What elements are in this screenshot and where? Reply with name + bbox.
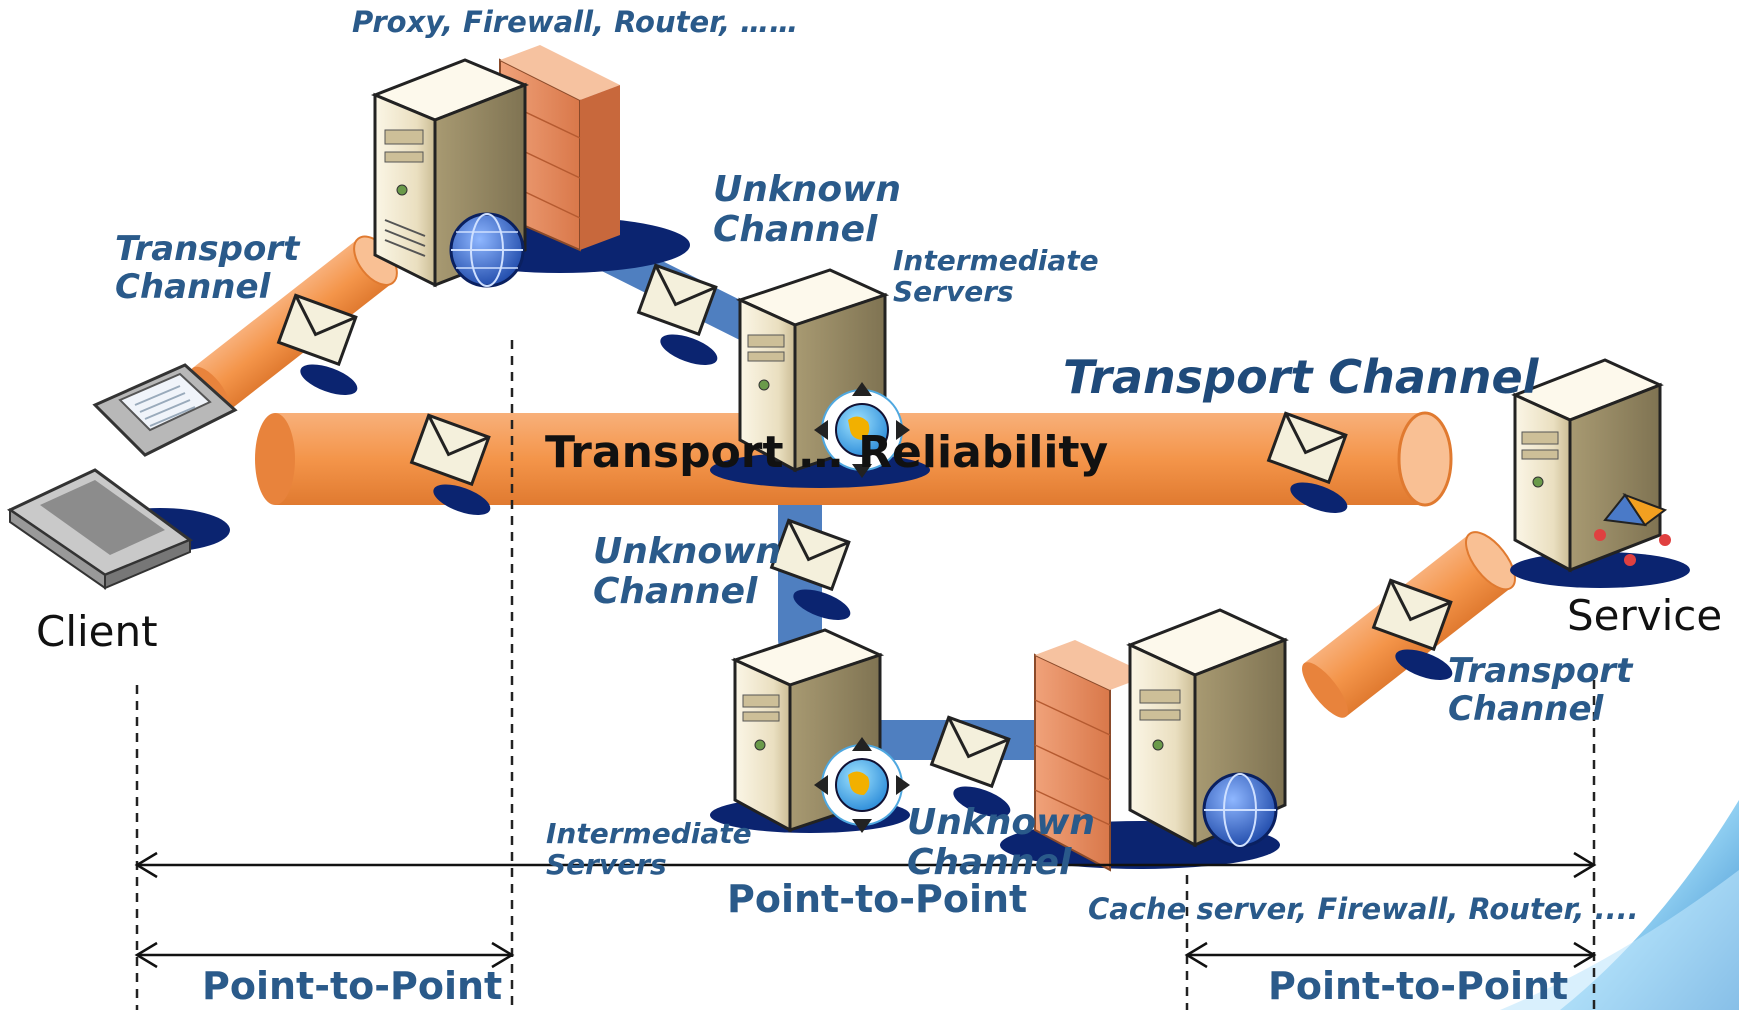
transport-channel-main-label: Transport Channel: [1063, 350, 1539, 404]
envelope-icon-right-pipe: [1371, 578, 1453, 680]
transport-reliability-label: Transport … Reliability: [545, 427, 1109, 478]
envelope-icon-main-left: [409, 413, 491, 515]
intermediate-servers-bottom-line1: Intermediate: [546, 817, 752, 850]
client-label: Client: [36, 607, 158, 656]
transport-channel-right-line1: Transport: [1448, 651, 1633, 691]
transport-channel-left-line2: Channel: [115, 267, 271, 308]
unknown-channel-top-line2: Channel: [713, 209, 878, 251]
point-to-point-center-label: Point-to-Point: [727, 877, 1028, 921]
laptop-icon: [6, 363, 238, 590]
transport-channel-left-label: Transport Channel: [115, 230, 299, 306]
point-to-point-right-label: Point-to-Point: [1268, 964, 1569, 1008]
globe-icon-intermediate-bottom: [814, 737, 910, 833]
point-to-point-left-label: Point-to-Point: [202, 964, 503, 1008]
unknown-channel-bottom-label: Unknown Channel: [907, 802, 1096, 884]
unknown-channel-mid-label: Unknown Channel: [593, 531, 782, 613]
globe-icon-intermediate-top: [814, 382, 910, 478]
envelope-icon-main-right: [1266, 411, 1348, 513]
intermediate-servers-bottom-label: Intermediate Servers: [546, 818, 752, 881]
intermediate-servers-top-label: Intermediate Servers: [893, 245, 1099, 308]
intermediate-servers-top-line1: Intermediate: [893, 244, 1099, 277]
intermediate-servers-bottom-line2: Servers: [546, 848, 667, 882]
envelope-icon-vertical-channel: [769, 518, 851, 620]
globe-icon-cache: [1202, 772, 1278, 848]
service-label: Service: [1567, 591, 1723, 640]
globe-icon-proxy: [449, 212, 525, 288]
cache-group-label: Cache server, Firewall, Router, ....: [1088, 892, 1639, 926]
intermediate-servers-top-line2: Servers: [893, 275, 1014, 309]
proxy-group-label: Proxy, Firewall, Router, ……: [352, 5, 799, 39]
corner-decoration-2: [1500, 870, 1739, 1010]
envelope-icon-left-pipe: [276, 293, 358, 395]
span-arrows: [134, 851, 1597, 969]
transport-channel-right-label: Transport Channel: [1448, 652, 1632, 728]
firewall-icon-cache: [1000, 640, 1280, 872]
unknown-channel-bottom-line1: Unknown: [907, 802, 1096, 843]
unknown-channel-bottom-line2: Channel: [907, 842, 1072, 884]
envelope-icon-top-channel: [636, 263, 718, 365]
unknown-channel-top-label: Unknown Channel: [713, 169, 902, 251]
service-icon: [1594, 492, 1671, 566]
transport-channel-left-line1: Transport: [115, 229, 300, 269]
unknown-channel-mid-line2: Channel: [593, 571, 758, 613]
envelope-icon-bottom-channel: [929, 715, 1011, 817]
transport-channel-right-line2: Channel: [1448, 689, 1604, 730]
unknown-channel-mid-line1: Unknown: [593, 531, 782, 572]
unknown-channel-top-line1: Unknown: [713, 169, 902, 210]
